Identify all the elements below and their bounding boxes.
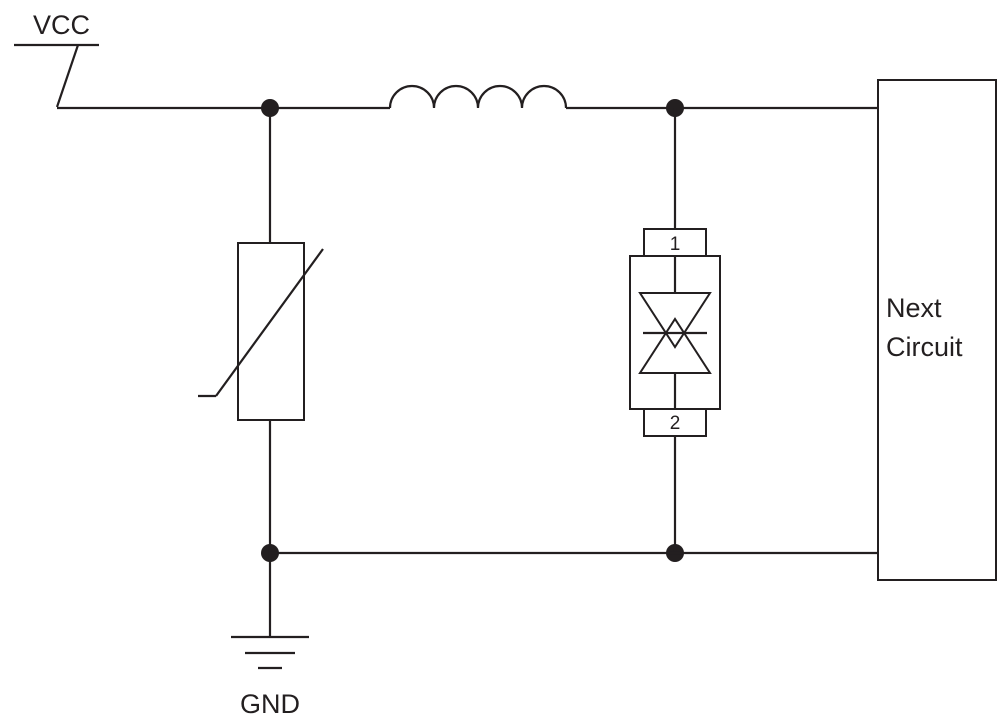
vcc-terminal: VCC xyxy=(14,10,99,108)
tvs-pin2-label: 2 xyxy=(670,413,681,434)
gnd-label: GND xyxy=(240,689,300,719)
varistor-diagonal xyxy=(215,248,324,397)
vcc-terminal-lead xyxy=(55,44,80,108)
tvs-triangle-top xyxy=(638,292,712,349)
inductor-symbol xyxy=(388,84,568,109)
tvs-diode-symbol: 1 2 xyxy=(629,108,721,553)
next-circuit-label-line2: Circuit xyxy=(886,332,963,362)
next-circuit-box xyxy=(877,79,997,581)
next-circuit-label-line1: Next xyxy=(886,293,942,323)
inductor-coils xyxy=(388,84,568,109)
next-circuit-block: Next Circuit xyxy=(877,79,997,581)
vcc-label: VCC xyxy=(33,10,90,40)
varistor-symbol xyxy=(198,108,324,553)
ground-symbol: GND xyxy=(231,553,309,719)
varistor-body xyxy=(237,242,305,421)
tvs-pin1-label: 1 xyxy=(670,234,681,255)
